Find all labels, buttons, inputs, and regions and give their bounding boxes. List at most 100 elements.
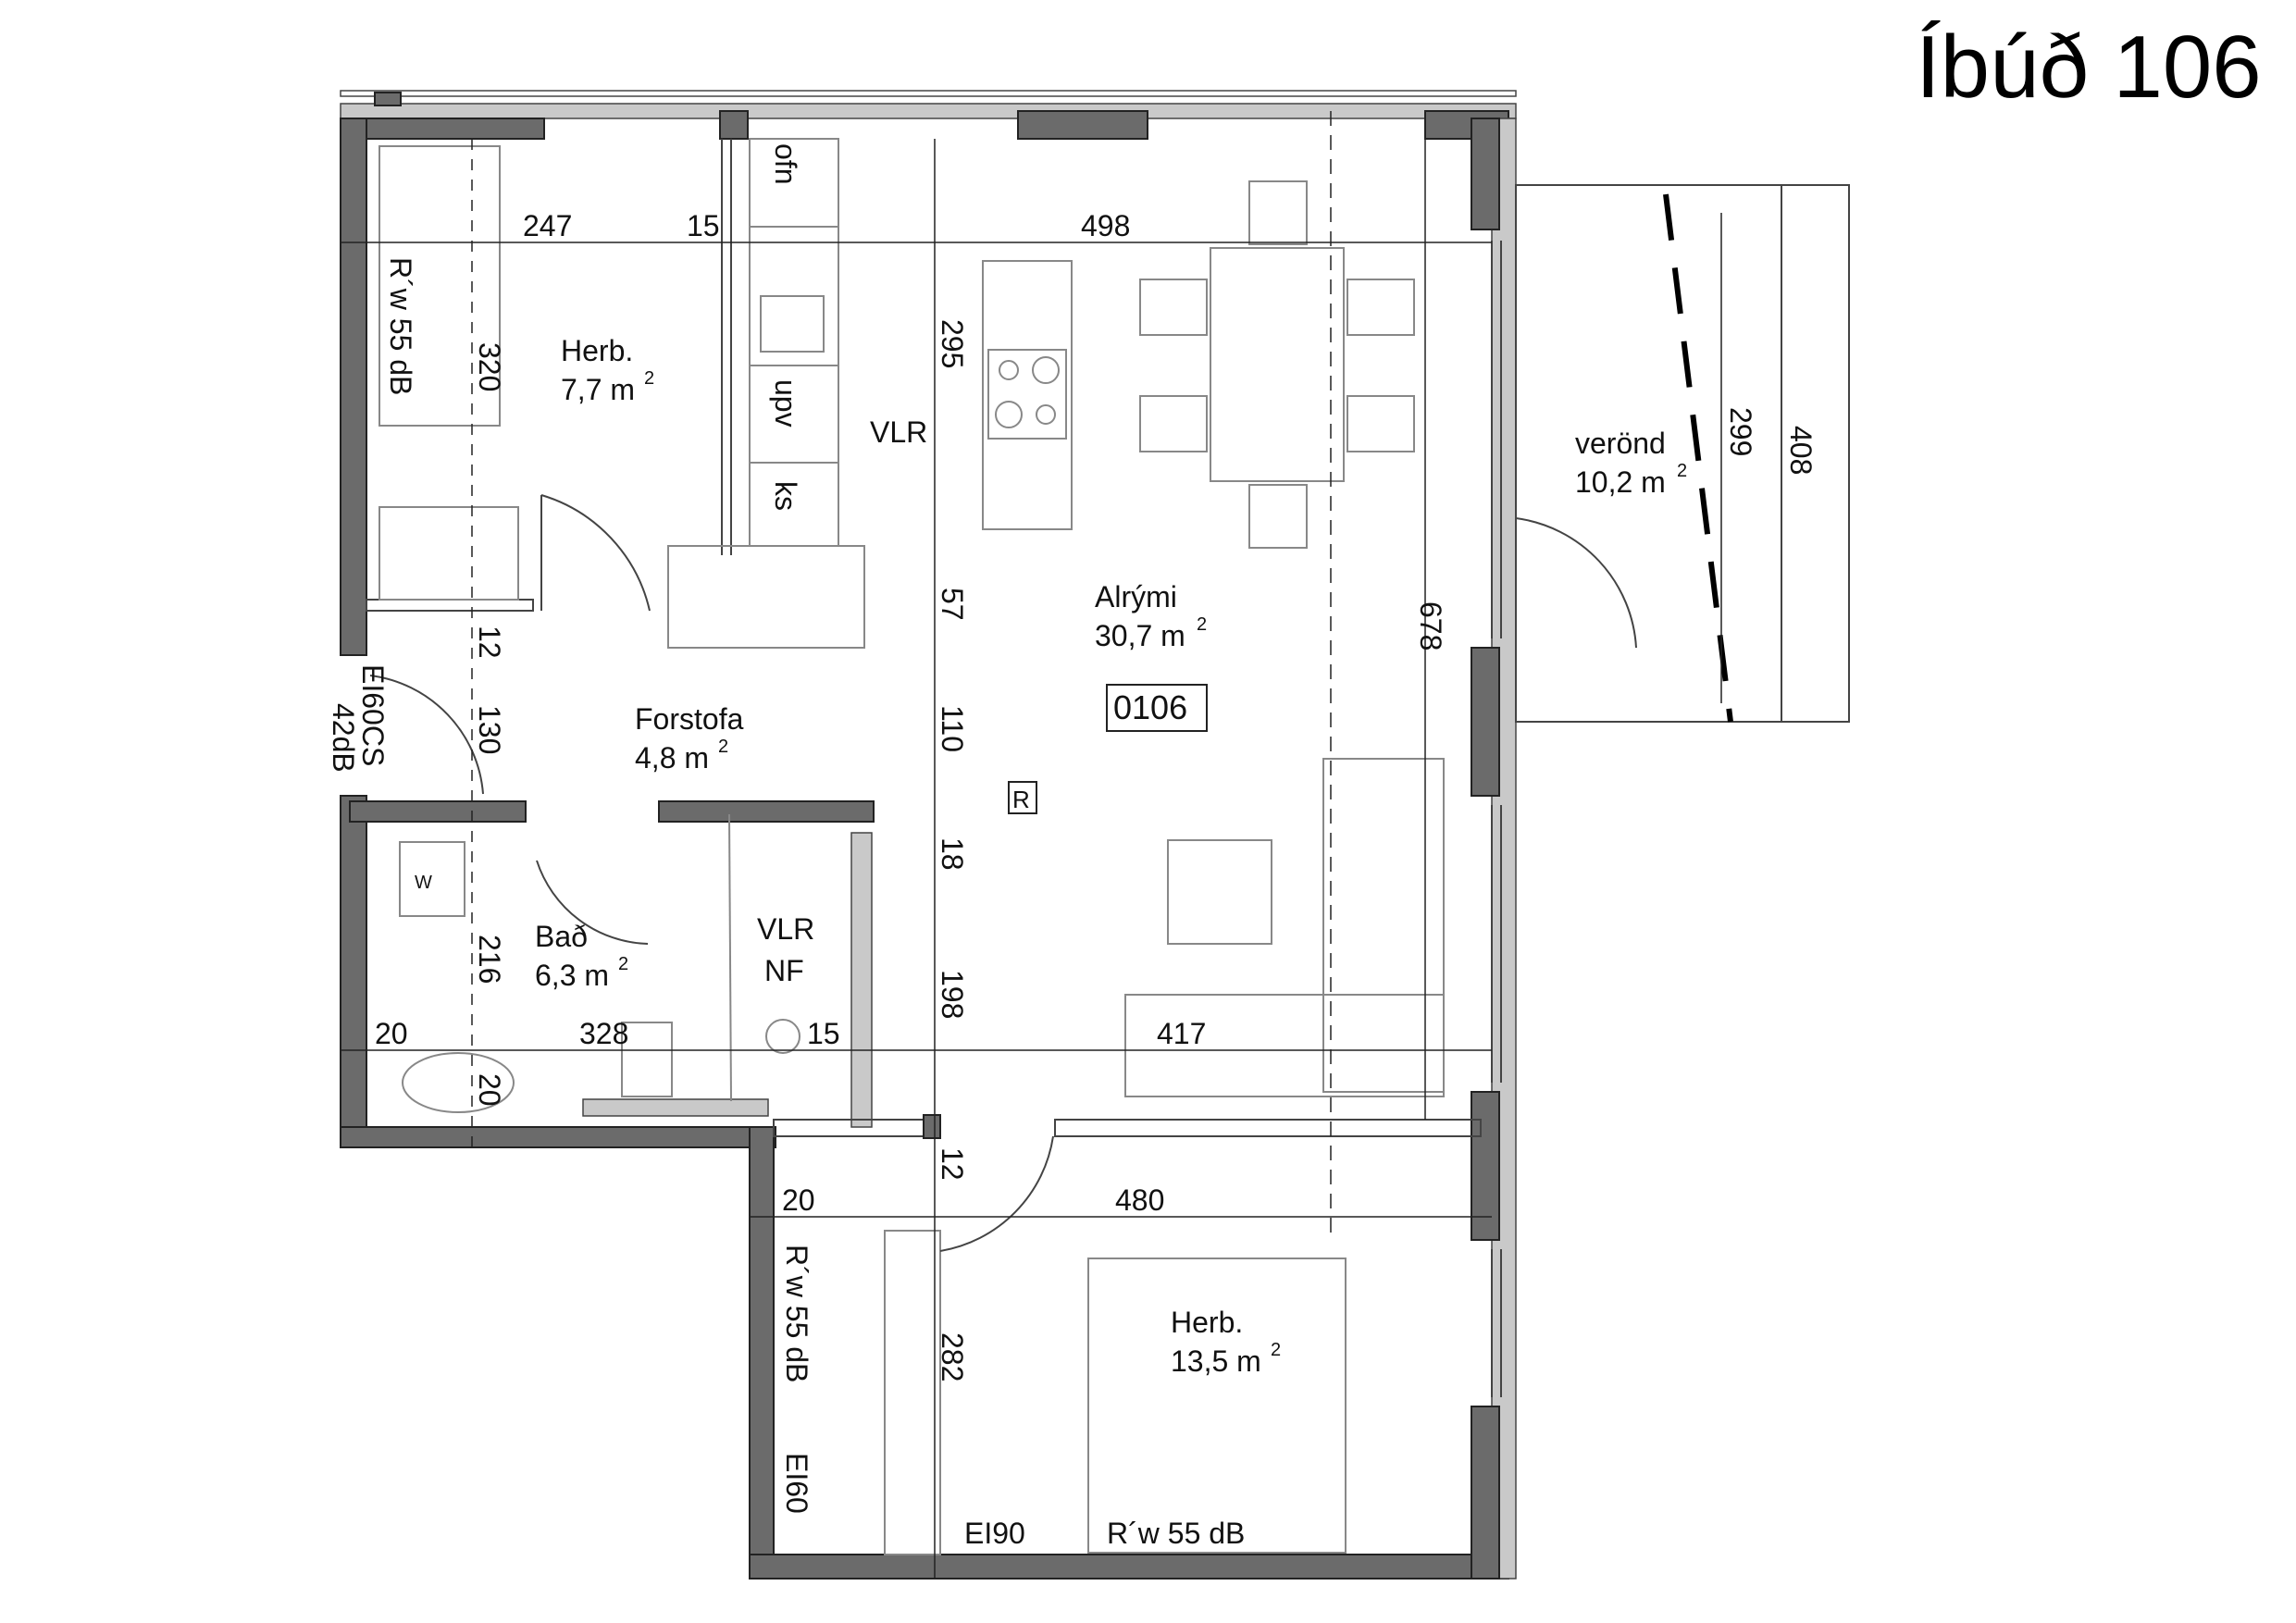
nf-label: NF <box>764 954 804 987</box>
dim-198: 198 <box>936 970 969 1019</box>
fire-door-sub-label: 42dB <box>327 703 360 773</box>
dim-18: 18 <box>936 837 969 871</box>
fire-door-label: EI60CS <box>356 664 390 766</box>
living-area-sup: 2 <box>1197 614 1207 635</box>
ei90-label: EI90 <box>964 1517 1025 1550</box>
apartment-code-box <box>1106 684 1208 732</box>
dimension-values: 247 15 498 320 295 57 12 130 110 18 216 … <box>375 209 1818 1381</box>
hallway-area-sup: 2 <box>718 737 728 757</box>
oven-label: ofn <box>769 143 802 184</box>
dim-328: 328 <box>579 1017 628 1050</box>
sound-rating-left: R´w 55 dB <box>384 257 417 395</box>
living-area: 30,7 m <box>1095 619 1185 652</box>
door-bath <box>536 860 649 945</box>
washer-label: W <box>415 873 432 893</box>
shower-drain-icon <box>765 1019 800 1054</box>
dim-498: 498 <box>1081 209 1130 242</box>
small-bedroom-area: 7,7 m <box>561 373 635 406</box>
dim-20b: 20 <box>473 1073 506 1107</box>
double-bed <box>884 1230 1347 1555</box>
left-wall-bedroom <box>749 1126 775 1580</box>
sofa <box>1124 758 1445 1097</box>
small-bedroom-area-sup: 2 <box>644 368 654 389</box>
small-bedroom-name: Herb. <box>561 334 633 367</box>
living-name: Alrými <box>1095 580 1177 613</box>
desk <box>379 506 519 601</box>
chair-icon <box>1347 279 1415 336</box>
r-marker-box <box>1008 781 1037 814</box>
interior-walls <box>349 139 1482 1139</box>
bath-fixtures: W <box>399 813 800 1113</box>
dim-12b: 12 <box>936 1147 969 1181</box>
dim-320: 320 <box>473 342 506 391</box>
r-marker: R <box>1012 786 1030 813</box>
dim-20c: 20 <box>782 1183 815 1217</box>
toilet-icon <box>621 1022 673 1097</box>
dim-295: 295 <box>936 319 969 368</box>
left-wall-upper <box>340 118 367 656</box>
vlr-kitchen-label: VLR <box>870 415 927 449</box>
door-bedroom <box>939 1135 1054 1252</box>
bottom-wall <box>749 1554 1509 1580</box>
fridge-label: ks <box>769 481 802 511</box>
dim-408: 408 <box>1784 426 1818 475</box>
dim-130: 130 <box>473 705 506 754</box>
washer-icon <box>399 841 465 917</box>
wardrobe <box>667 545 865 649</box>
sound-rating-bottom: R´w 55 dB <box>1107 1517 1245 1550</box>
bath-area-sup: 2 <box>618 954 628 974</box>
doors <box>369 494 1637 1252</box>
veranda <box>1515 184 1850 723</box>
bath-area: 6,3 m <box>535 959 609 992</box>
apartment-code: 0106 <box>1113 688 1187 726</box>
room-labels: Herb. 7,7 m 2 Alrými 30,7 m 2 Forstofa 4… <box>535 334 1687 1378</box>
vlr-closet-label: VLR <box>757 912 814 946</box>
veranda-name: verönd <box>1575 427 1666 460</box>
bath-name: Bað <box>535 920 588 953</box>
dim-282: 282 <box>936 1332 969 1381</box>
hallway-name: Forstofa <box>635 702 744 736</box>
dim-480: 480 <box>1115 1183 1164 1217</box>
wardrobe-bedroom <box>884 1230 941 1555</box>
chair-icon <box>1139 279 1208 336</box>
sink-icon <box>402 1052 515 1113</box>
dim-12a: 12 <box>473 626 506 659</box>
top-facade-band <box>340 103 1517 119</box>
dim-15a: 15 <box>687 209 720 242</box>
dishwasher-label: upv <box>769 379 802 427</box>
dim-678: 678 <box>1414 601 1447 650</box>
dim-216: 216 <box>473 935 506 984</box>
dimension-lines <box>341 111 1492 1579</box>
apartment-title: Íbúð 106 <box>1916 18 2262 117</box>
small-bed <box>379 145 519 601</box>
chair-icon <box>1139 395 1208 452</box>
cooktop-icon <box>987 349 1067 440</box>
chair-icon <box>1248 180 1308 245</box>
kitchen-island <box>982 260 1073 530</box>
door-entrance <box>369 675 484 795</box>
large-bedroom-area: 13,5 m <box>1171 1344 1261 1378</box>
dim-110: 110 <box>936 705 969 752</box>
large-bedroom-name: Herb. <box>1171 1306 1243 1339</box>
sink-icon <box>760 295 825 353</box>
dim-15b: 15 <box>807 1017 840 1050</box>
outer-walls <box>340 90 1517 1580</box>
left-wall-lower <box>340 795 367 1148</box>
kitchen-counter: ofn upv ks <box>749 138 839 547</box>
dim-417: 417 <box>1157 1017 1206 1050</box>
hallway-area: 4,8 m <box>635 741 709 774</box>
veranda-area-sup: 2 <box>1677 461 1687 481</box>
large-bedroom-area-sup: 2 <box>1271 1340 1281 1360</box>
chair-icon <box>1347 395 1415 452</box>
chair-icon <box>1248 484 1308 549</box>
dim-20a: 20 <box>375 1017 408 1050</box>
door-small-bedroom <box>540 494 651 612</box>
door-veranda <box>1515 517 1637 649</box>
dining-table <box>1139 180 1415 549</box>
dim-299: 299 <box>1724 407 1757 456</box>
dim-57: 57 <box>936 588 969 621</box>
sound-rating-middle: R´w 55 dB <box>780 1245 813 1382</box>
right-facade <box>1491 118 1517 1580</box>
ei60-label: EI60 <box>780 1453 813 1514</box>
